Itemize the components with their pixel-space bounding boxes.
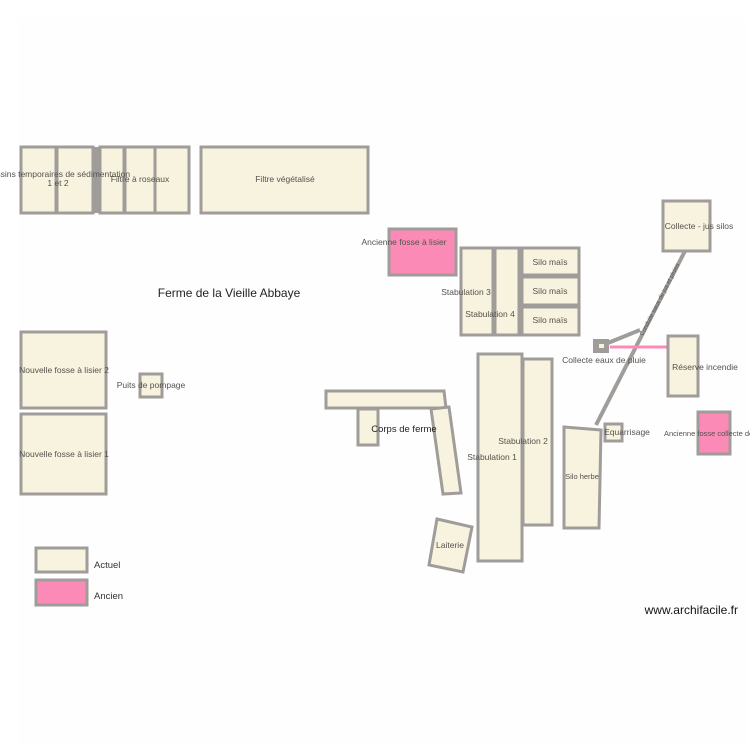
filtre-roseaux-3[interactable] (153, 145, 191, 215)
stabulation-1-label: Stabulation 1 (467, 452, 517, 462)
laiterie-shape[interactable] (427, 517, 474, 574)
bassins-block[interactable]: Bassins temporaires de sédimentation 1 e… (0, 145, 191, 215)
ancienne-fosse-shape[interactable] (387, 227, 458, 277)
ancienne-fosse-collecte-shape[interactable] (696, 410, 732, 456)
reserve-incendie-label: Réserve incendie (672, 362, 738, 372)
filtre-vegetalise-label: Filtre végétalisé (255, 174, 315, 184)
silo-mais-3-label: Silo maïs (533, 315, 568, 325)
corps-ferme-right[interactable] (429, 405, 463, 496)
equarrissage-shape[interactable] (603, 422, 624, 443)
stabulation-4-shape[interactable] (493, 246, 521, 337)
filtre-roseaux-label: Filtre à roseaux (111, 174, 170, 184)
corps-ferme-wing[interactable] (356, 407, 380, 447)
watermark: www.archifacile.fr (644, 603, 738, 617)
silo-mais-1-label: Silo maïs (533, 257, 568, 267)
silo-mais-2[interactable] (520, 275, 581, 307)
puits-pompage-shape[interactable] (138, 372, 164, 399)
bassin-2[interactable] (55, 145, 95, 215)
collecte-jus-label: Collecte - jus silos (665, 221, 734, 231)
ancienne-fosse[interactable]: Ancienne fosse à lisier (361, 227, 458, 277)
stabulation-3-4[interactable]: Stabulation 3 Stabulation 4 (441, 246, 521, 337)
equarrissage-label: Equarrisage (604, 427, 650, 437)
nouvelle-fosse-1-label: Nouvelle fosse à lisier 1 (19, 449, 109, 459)
ancienne-fosse-collecte[interactable]: Ancienne fosse collecte de (664, 410, 750, 456)
pipe-collecte-jus (594, 248, 688, 426)
collecte-eaux-inner (599, 344, 604, 348)
collecte-jus[interactable]: Collecte - jus silos (661, 199, 734, 253)
nouvelle-fosse-2-shape[interactable] (19, 330, 108, 410)
ancienne-fosse-collecte-label: Ancienne fosse collecte de (664, 429, 750, 438)
ancienne-fosse-label: Ancienne fosse à lisier (361, 237, 446, 247)
bassins-label: Bassins temporaires de sédimentation (0, 169, 130, 179)
stabulation-2-shape[interactable] (521, 357, 554, 527)
filtre-vegetalise[interactable]: Filtre végétalisé (199, 145, 370, 215)
equarrissage[interactable]: Equarrisage (603, 422, 650, 443)
legend-old-label: Ancien (94, 591, 123, 602)
silo-herbe-label: Silo herbe (565, 472, 599, 481)
stabulation-4-label: Stabulation 4 (465, 309, 515, 319)
collecte-jus-shape[interactable] (661, 199, 712, 253)
stabulation-3-label: Stabulation 3 (441, 287, 491, 297)
laiterie[interactable]: Laiterie (427, 517, 474, 574)
legend-old-swatch (34, 578, 89, 607)
puits-pompage-label: Puits de pompage (117, 380, 186, 390)
nouvelle-fosse-2[interactable]: Nouvelle fosse à lisier 2 (19, 330, 109, 410)
collecte-eaux[interactable]: Collecte eaux de pluie (562, 339, 646, 365)
stabulation-3-shape[interactable] (459, 246, 495, 337)
bassin-separator (93, 147, 100, 213)
plan-title: Ferme de la Vieille Abbaye (158, 286, 301, 300)
legend: Actuel Ancien (34, 546, 123, 607)
silos-mais[interactable]: Silo maïs Silo maïs Silo maïs (520, 246, 581, 337)
nouvelle-fosse-1[interactable]: Nouvelle fosse à lisier 1 (19, 412, 109, 496)
corps-de-ferme[interactable]: Corps de ferme (324, 389, 463, 496)
stabulation-2-label: Stabulation 2 (498, 436, 548, 446)
corps-ferme-label: Corps de ferme (371, 424, 436, 435)
silo-mais-1[interactable] (520, 246, 581, 277)
silo-mais-3[interactable] (520, 305, 581, 337)
bassin-1[interactable] (19, 145, 58, 215)
reserve-incendie-shape[interactable] (666, 334, 700, 398)
filtre-roseaux-1[interactable] (98, 145, 126, 215)
filtre-roseaux-2[interactable] (123, 145, 157, 215)
puits-pompage[interactable]: Puits de pompage (117, 372, 186, 399)
silo-mais-2-label: Silo maïs (533, 286, 568, 296)
legend-current-swatch (34, 546, 89, 574)
nouvelle-fosse-2-label: Nouvelle fosse à lisier 2 (19, 365, 109, 375)
filtre-vegetalise-shape[interactable] (199, 145, 370, 215)
legend-current-label: Actuel (94, 560, 120, 571)
silo-herbe[interactable]: Silo herbe (562, 425, 603, 530)
laiterie-label: Laiterie (436, 540, 464, 550)
bassins-label-2: 1 et 2 (47, 178, 69, 188)
pipe-connector (602, 328, 641, 347)
stabulation-2[interactable]: Stabulation 2 (498, 357, 554, 527)
corps-ferme-top[interactable] (324, 389, 448, 410)
silo-herbe-shape[interactable] (562, 425, 603, 530)
reserve-incendie[interactable]: Réserve incendie (666, 334, 738, 398)
nouvelle-fosse-1-shape[interactable] (19, 412, 108, 496)
collecte-eaux-label: Collecte eaux de pluie (562, 355, 646, 365)
